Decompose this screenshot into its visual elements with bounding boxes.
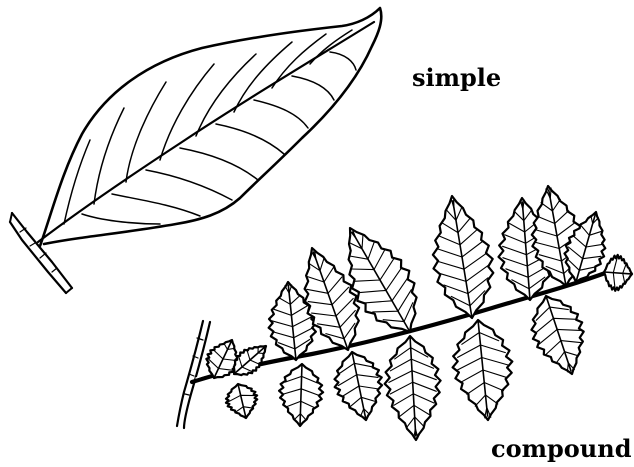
compound-leaf	[177, 186, 632, 440]
leaflet	[206, 340, 237, 378]
simple-leaf-blade	[40, 8, 381, 246]
compound-leaf-leaflets	[206, 186, 632, 440]
leaflet	[433, 196, 493, 318]
simple-label: simple	[412, 66, 501, 90]
simple-leaf	[10, 8, 381, 293]
compound-label: compound	[491, 437, 631, 461]
simple-leaf-midrib	[38, 22, 374, 242]
simple-leaf-twig	[10, 213, 72, 293]
